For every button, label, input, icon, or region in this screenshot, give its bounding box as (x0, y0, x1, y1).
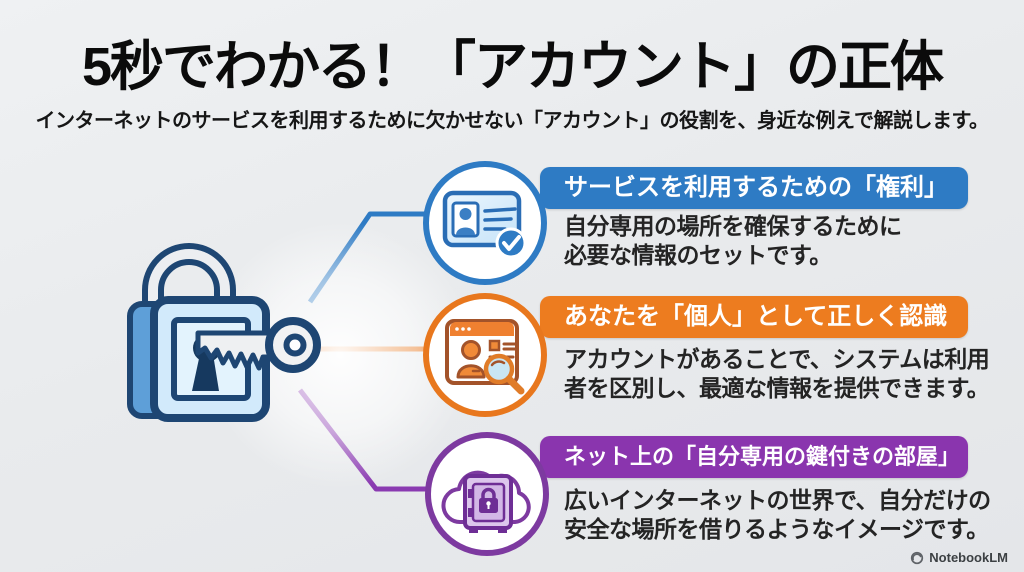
page-subtitle: インターネットのサービスを利用するために欠かせない「アカウント」の役割を、身近な… (35, 110, 989, 132)
body-line: 者を区別し、最適な情報を提供できます。 (564, 375, 990, 401)
cloud-safe-lock-icon (441, 470, 531, 533)
watermark: NotebookLM (910, 550, 1008, 565)
section-heading-rights: サービスを利用するための「権利」 (540, 167, 968, 209)
section-badge-identify (423, 293, 547, 417)
section-heading-identify: あなたを「個人」として正しく認識 (540, 296, 968, 338)
section-badge-rights (423, 161, 547, 285)
section-badge-private-room (425, 432, 549, 556)
body-line: 安全な場所を借りるようなイメージです。 (564, 516, 989, 542)
body-line: 必要な情報のセットです。 (564, 242, 832, 268)
section-body-identify: アカウントがあることで、システムは利用 者を区別し、最適な情報を提供できます。 (564, 345, 1014, 403)
section-heading-private-room: ネット上の「自分専用の鍵付きの部屋」 (540, 436, 968, 478)
page-title: 5秒でわかる！「アカウント」の正体 (81, 37, 944, 97)
watermark-label: NotebookLM (929, 550, 1008, 565)
section-body-rights: 自分専用の場所を確保するために 必要な情報のセットです。 (564, 212, 1014, 270)
body-line: アカウントがあることで、システムは利用 (564, 346, 990, 372)
id-card-check-icon (442, 190, 527, 259)
section-body-private-room: 広いインターネットの世界で、自分だけの 安全な場所を借りるようなイメージです。 (564, 486, 1014, 544)
body-line: 自分専用の場所を確保するために (564, 213, 902, 239)
padlock-and-key-illustration (127, 243, 321, 422)
browser-user-search-icon (445, 319, 525, 395)
body-line: 広いインターネットの世界で、自分だけの (564, 487, 991, 513)
notebooklm-logo-icon (911, 551, 924, 564)
